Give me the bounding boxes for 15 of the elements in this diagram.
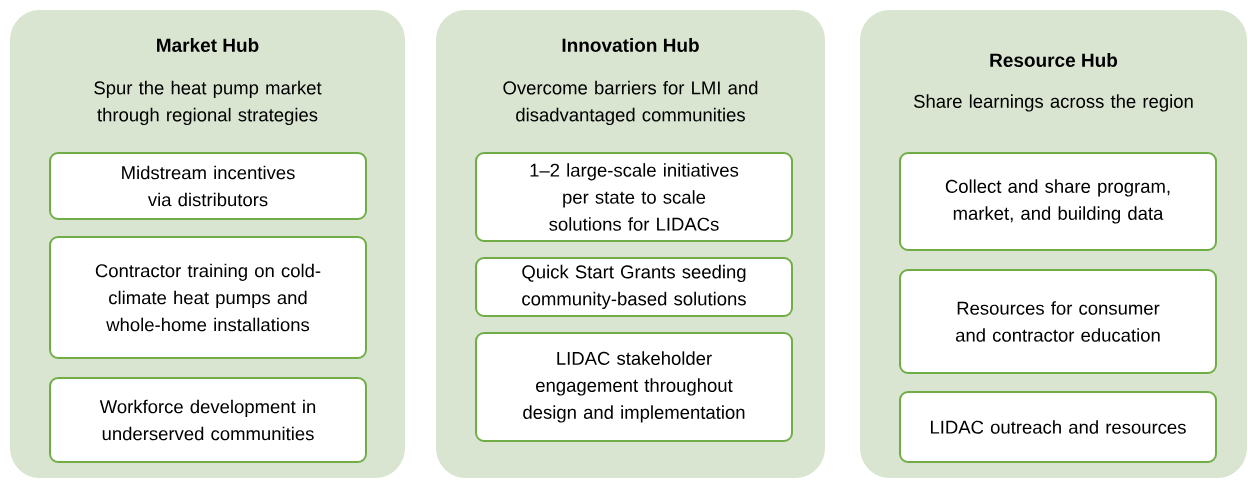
activity-box: 1–2 large-scale initiatives per state to scale solutions for LIDACs bbox=[475, 152, 793, 242]
panel-title: Innovation Hub bbox=[562, 38, 699, 52]
activity-box: LIDAC outreach and resources bbox=[899, 391, 1217, 463]
panel-subtitle: Spur the heat pump market through regional strategies bbox=[94, 80, 322, 126]
activity-box: Contractor training on cold-climate heat pumps and whole-home installations bbox=[49, 236, 367, 359]
activity-box: Collect and share program, market, and building data bbox=[899, 152, 1217, 251]
panel-title: Market Hub bbox=[157, 38, 259, 52]
activity-box: Workforce development in underserved communities bbox=[49, 377, 367, 463]
panel-subtitle: Overcome barriers for LMI and disadvantaged communities bbox=[503, 80, 758, 126]
activity-box: Midstream incentives via distributors bbox=[49, 152, 367, 220]
panel-title: Resource Hub bbox=[990, 53, 1118, 67]
panel-subtitle: Share learnings across the region bbox=[914, 94, 1193, 112]
activity-box: Resources for consumer and contractor education bbox=[899, 269, 1217, 374]
activity-box: Quick Start Grants seeding community-based solutions bbox=[475, 257, 793, 317]
activity-box: LIDAC stakeholder engagement throughout design and implementation bbox=[475, 332, 793, 442]
